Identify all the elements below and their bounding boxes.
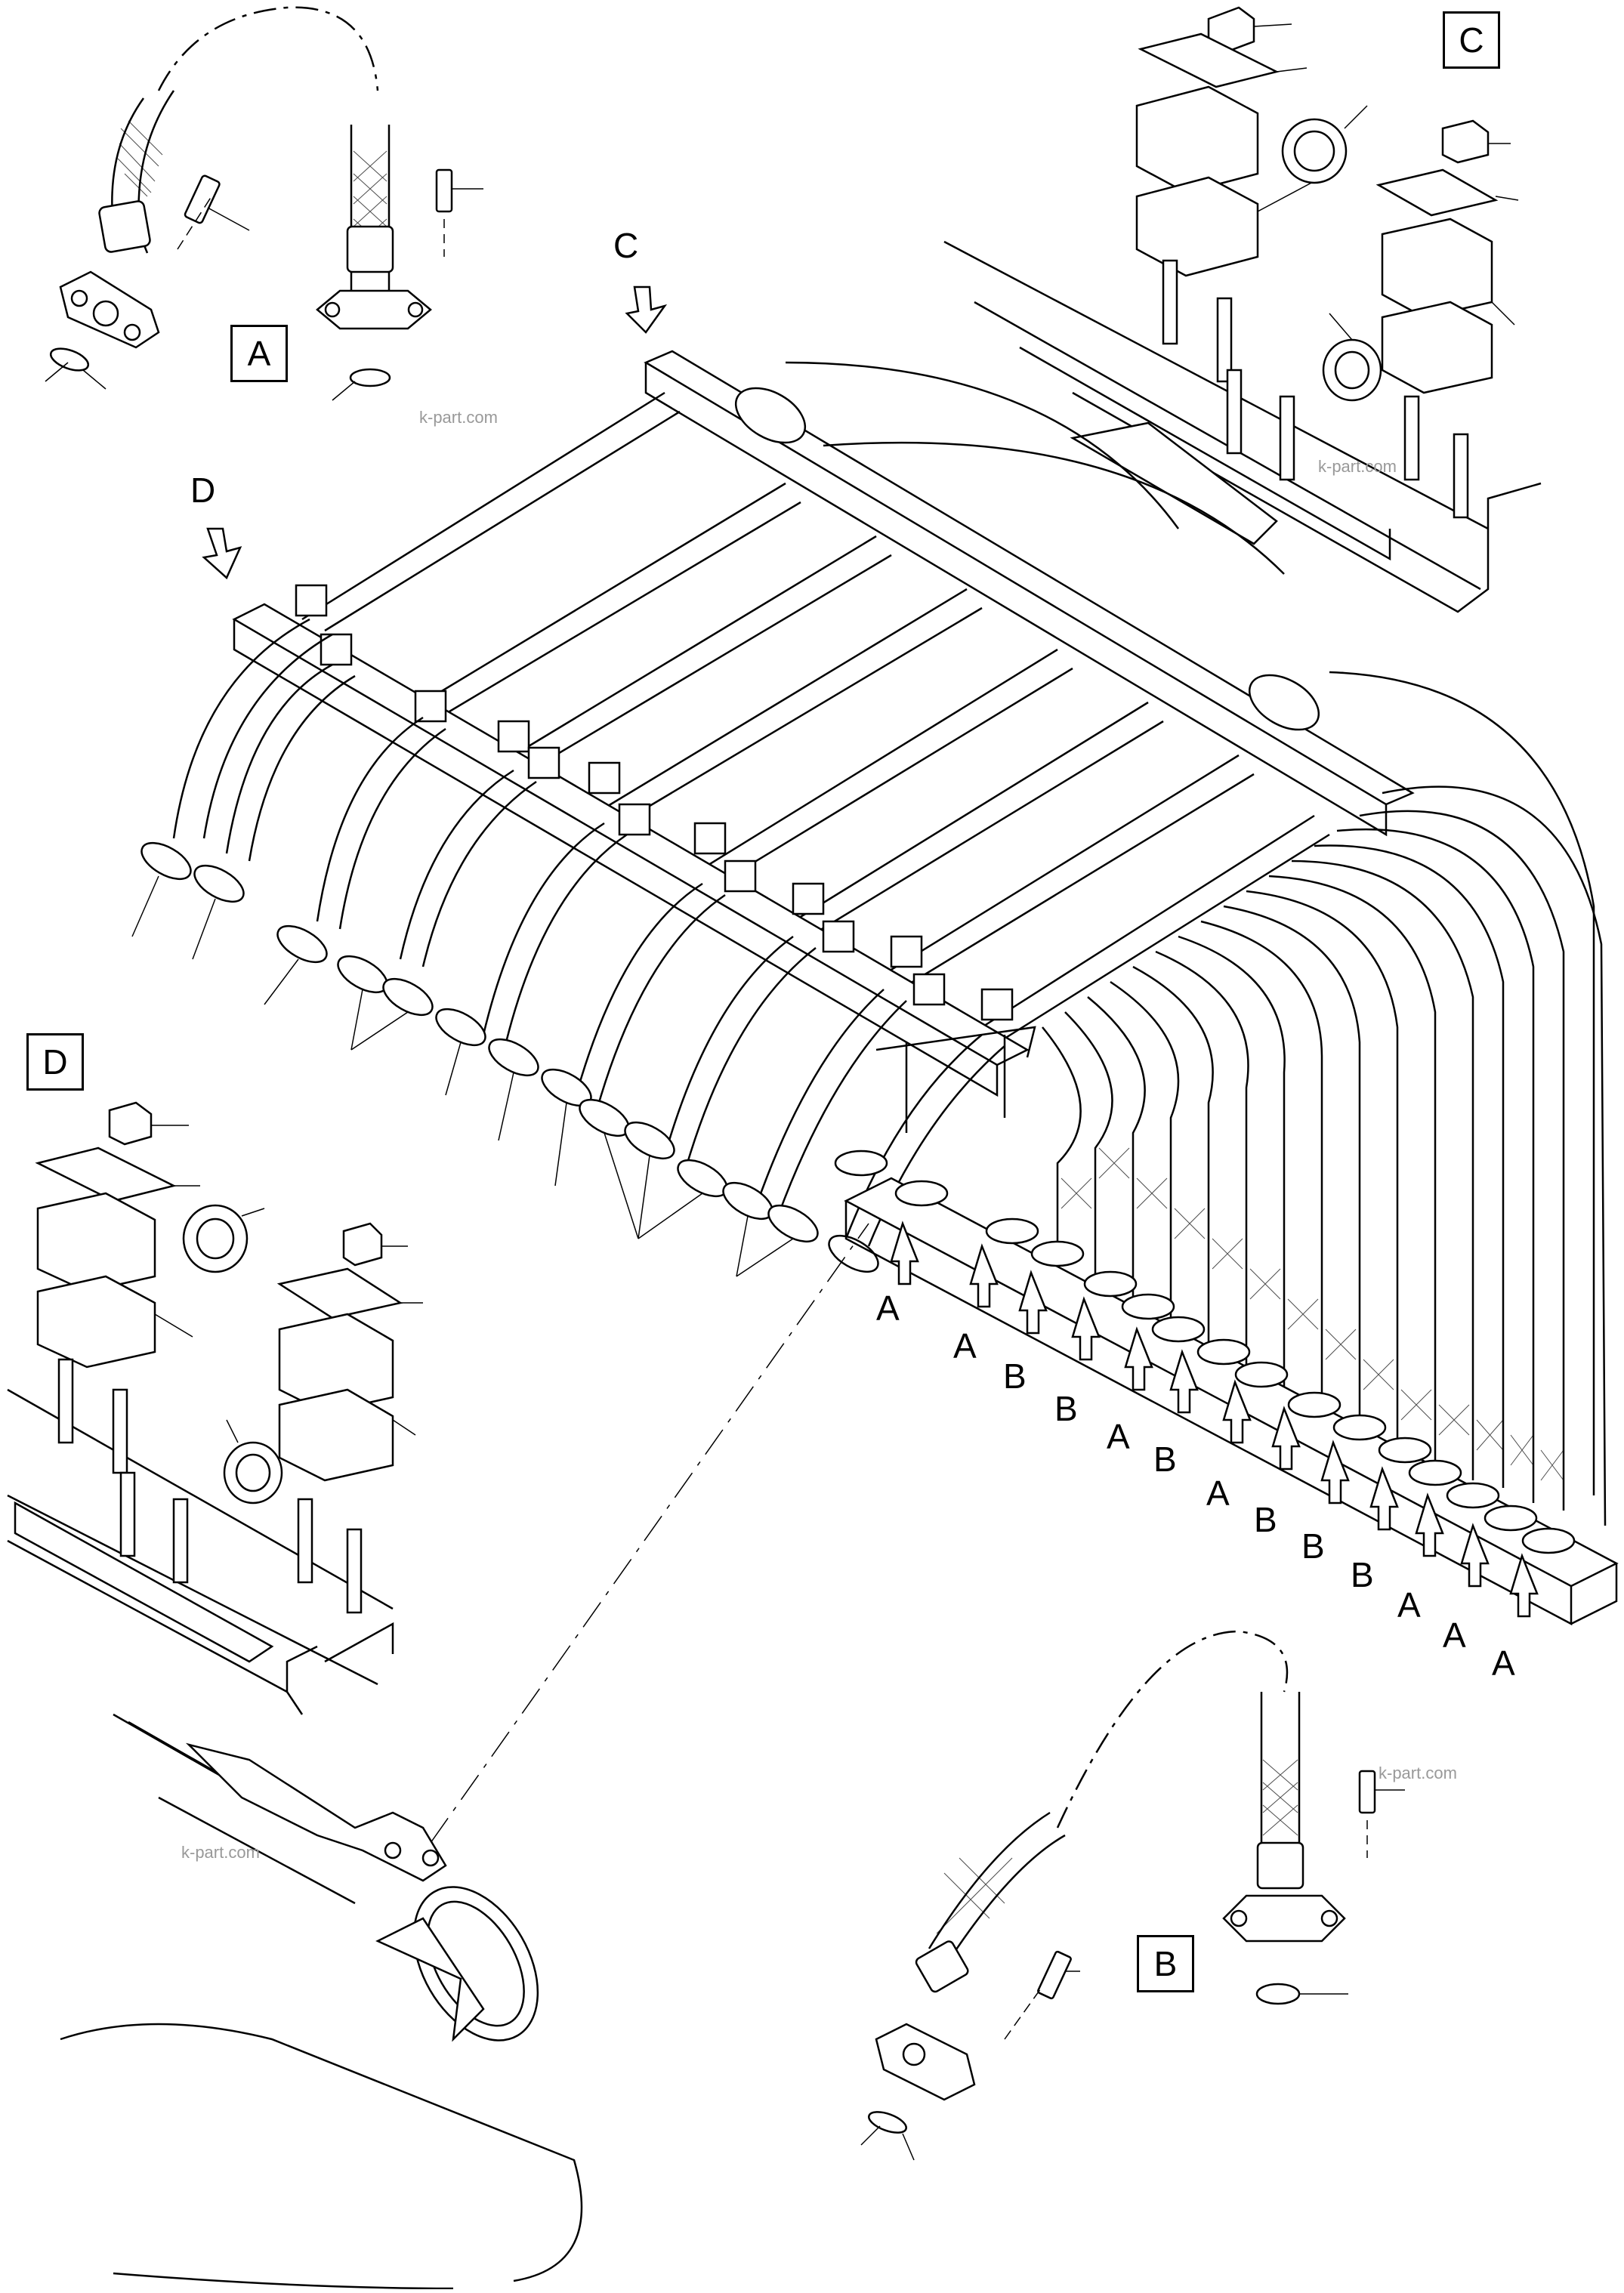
watermark: k-part.com — [181, 1843, 260, 1862]
watermark: k-part.com — [419, 408, 498, 427]
callout-box-d: D — [26, 1033, 84, 1091]
detail-b-fitting — [860, 1630, 1405, 2161]
port-label: B — [1054, 1389, 1078, 1428]
port-label: A — [1107, 1417, 1130, 1456]
port-label: B — [1301, 1526, 1325, 1566]
port-label: B — [1003, 1356, 1027, 1396]
left-fitting-leaders — [131, 875, 794, 1277]
watermark: k-part.com — [1379, 1764, 1457, 1782]
left-hose-fittings — [140, 841, 879, 1273]
view-arrow-d-label: D — [190, 471, 216, 510]
view-arrow-d — [202, 527, 242, 580]
manifold-flanges — [834, 1150, 1576, 1554]
arched-hoses-right — [785, 361, 1607, 1526]
port-label: A — [876, 1288, 900, 1328]
cylinder-fitting-detail — [60, 1223, 869, 2290]
detail-c-studs — [1162, 259, 1469, 519]
port-label: B — [1351, 1555, 1374, 1594]
detail-d-clamp-assembly — [7, 1101, 423, 1715]
port-label: A — [1397, 1585, 1421, 1625]
callout-box-b: B — [1137, 1935, 1194, 1992]
port-arrows — [890, 1221, 1539, 1618]
detail-d-studs — [57, 1358, 363, 1614]
port-label: A — [1492, 1643, 1515, 1683]
port-label: B — [1153, 1440, 1177, 1479]
curved-hoses-left — [172, 618, 1005, 1247]
callout-box-c: C — [1443, 11, 1500, 69]
hose-braid-hatching — [1061, 1147, 1564, 1481]
view-arrow-c — [625, 285, 668, 334]
main-hose-bundle — [131, 285, 1619, 1626]
callout-box-a: A — [230, 325, 288, 382]
port-label: A — [1206, 1474, 1230, 1513]
port-label: A — [953, 1326, 977, 1366]
watermark: k-part.com — [1318, 457, 1397, 476]
rod-clamps — [295, 584, 1014, 1021]
detail-c-clamp-assembly — [943, 6, 1542, 613]
detail-a-fitting — [45, 6, 483, 401]
port-label: B — [1254, 1500, 1277, 1539]
port-label: A — [1443, 1616, 1466, 1655]
view-arrow-c-label: C — [613, 226, 639, 265]
straight-hose-rods — [301, 391, 1330, 1040]
